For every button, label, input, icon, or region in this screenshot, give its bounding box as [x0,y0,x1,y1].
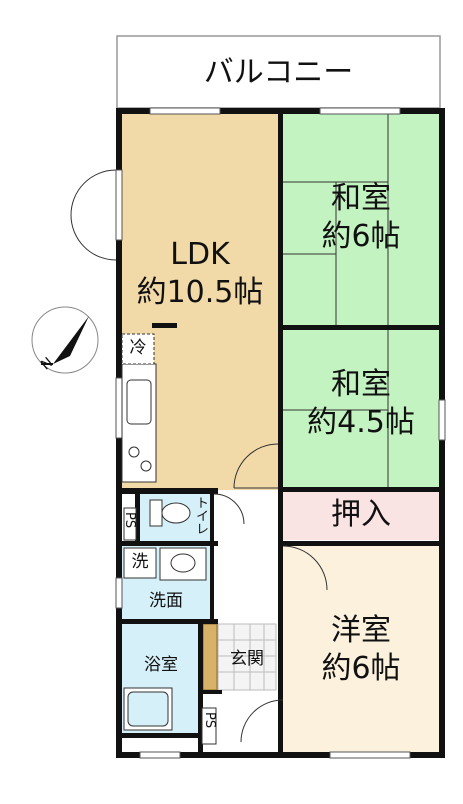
washitsu2-size: 約4.5帖 [307,405,415,440]
washitsu1-size: 約6帖 [321,219,401,254]
ps-box-1 [123,507,137,541]
tatami-lines-1 [283,114,389,326]
toilet-fixture [149,499,191,527]
door-swings [70,169,328,743]
balcony-area [116,35,441,109]
bathtub [123,687,173,731]
ldk-size: 約10.5帖 [136,275,264,310]
oshiire-floor [283,492,439,540]
ps1-label: PS [122,512,137,529]
toilet-label: トイレ [192,496,208,535]
yoshitsu-size: 約6帖 [321,651,401,686]
ps-box-2 [201,707,217,745]
genkan-label: 玄関 [230,649,264,669]
washitsu1-name: 和室 [331,181,391,216]
rei-label: 冷 [129,338,147,358]
windows [115,107,446,759]
tatami-lines-2 [283,330,389,488]
washitsu1-floor [283,114,439,326]
senmen-label: 洗面 [149,591,183,611]
yokushitsu-label: 浴室 [144,655,178,675]
washitsu2-floor [283,330,439,488]
sentaku-label: 洗 [131,552,149,572]
ps2-label: PS [202,712,217,729]
yoshitsu-name: 洋室 [331,613,391,648]
washer-box [123,547,157,579]
fridge-space [121,333,155,365]
kitchen-counter [121,363,157,483]
shoe-box [202,623,218,691]
genkan-tiles [217,623,277,691]
ldk-name: LDK [170,237,230,272]
washitsu2-name: 和室 [331,367,391,402]
balcony-label: バルコニー [203,55,354,90]
yoshitsu-floor [283,546,439,754]
compass-rose [31,306,99,374]
wash-basin [159,547,207,581]
oshiire-label: 押入 [331,497,391,532]
